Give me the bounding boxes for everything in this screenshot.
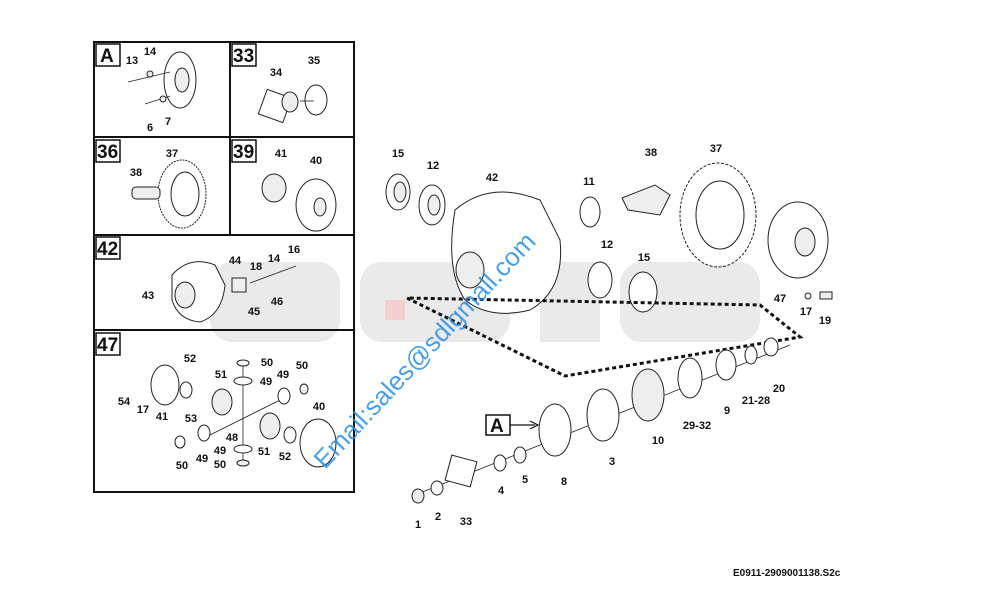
callout-label: 49 xyxy=(214,445,226,457)
callout-label: 50 xyxy=(296,360,308,372)
callout-label: 45 xyxy=(248,306,260,318)
callout-label: 54 xyxy=(118,396,131,408)
callout-label: 7 xyxy=(165,116,171,128)
callout-label: 49 xyxy=(196,453,208,465)
callout-box-a[interactable]: A xyxy=(490,416,504,437)
callout-label: 18 xyxy=(250,261,262,273)
panel-title: A xyxy=(100,46,114,67)
callout-label: 14 xyxy=(144,46,157,58)
callout-label: 51 xyxy=(215,369,227,381)
callout-label: 46 xyxy=(271,296,283,308)
callout-label: 34 xyxy=(270,67,283,79)
panel-47[interactable]: 47 52 50 51 49 50 49 54 17 41 53 48 40 5… xyxy=(95,332,337,472)
callout-label: 12 xyxy=(427,160,439,172)
callout-label: 50 xyxy=(214,459,226,471)
callout-label: 9 xyxy=(724,405,730,417)
callout-label: 10 xyxy=(652,435,664,447)
callout-label: 2 xyxy=(435,511,441,523)
callout-label: 44 xyxy=(229,255,242,267)
callout-label: 5 xyxy=(522,474,528,486)
callout-label: 43 xyxy=(142,290,154,302)
callout-label: 6 xyxy=(147,122,153,134)
callout-label: 52 xyxy=(184,353,196,365)
callout-label: 16 xyxy=(288,244,300,256)
main-exploded-view[interactable]: A 15 12 42 11 38 37 12 15 47 17 19 20 21… xyxy=(385,143,833,531)
callout-label: 51 xyxy=(258,446,270,458)
callout-label: 17 xyxy=(137,404,149,416)
callout-label: 33 xyxy=(460,516,472,528)
callout-label: 15 xyxy=(638,252,650,264)
callout-label: 13 xyxy=(126,55,138,67)
panel-title: 47 xyxy=(97,335,118,356)
callout-label: 41 xyxy=(275,148,287,160)
callout-label: 12 xyxy=(601,239,613,251)
callout-label: 50 xyxy=(176,460,188,472)
callout-label: 40 xyxy=(310,155,322,167)
callout-label: 41 xyxy=(156,411,168,423)
callout-label: 40 xyxy=(313,401,325,413)
panel-title: 33 xyxy=(233,46,254,67)
callout-label: 37 xyxy=(166,148,178,160)
callout-label: 3 xyxy=(609,456,615,468)
panel-title: 39 xyxy=(233,142,254,163)
callout-label: 8 xyxy=(561,476,567,488)
panel-grid xyxy=(93,41,355,493)
panel-39[interactable]: 39 41 40 xyxy=(231,139,337,232)
callout-label: 50 xyxy=(261,357,273,369)
panel-a[interactable]: A 13 14 6 7 xyxy=(95,43,197,134)
panel-title: 36 xyxy=(97,142,118,163)
callout-label: 38 xyxy=(130,167,142,179)
panel-33[interactable]: 33 34 35 xyxy=(231,43,328,124)
callout-label: 21-28 xyxy=(742,395,770,407)
callout-label: 11 xyxy=(583,176,595,188)
callout-label: 4 xyxy=(498,485,505,497)
callout-label: 29-32 xyxy=(683,420,711,432)
callout-label: 17 xyxy=(800,306,812,318)
panel-42[interactable]: 42 44 18 14 16 43 45 46 xyxy=(95,236,300,323)
callout-label: 49 xyxy=(260,376,272,388)
drawing-number-caption: E0911-2909001138.S2c xyxy=(733,568,841,579)
callout-label: 38 xyxy=(645,147,657,159)
callout-label: 35 xyxy=(308,55,320,67)
callout-label: 14 xyxy=(268,253,281,265)
callout-label: 20 xyxy=(773,383,785,395)
callout-label: 1 xyxy=(415,519,421,531)
callout-label: 47 xyxy=(774,293,786,305)
callout-label: 52 xyxy=(279,451,291,463)
callout-label: 49 xyxy=(277,369,289,381)
callout-label: 42 xyxy=(486,172,498,184)
callout-label: 19 xyxy=(819,315,831,327)
callout-label: 15 xyxy=(392,148,404,160)
callout-label: 53 xyxy=(185,413,197,425)
callout-label: 48 xyxy=(226,432,238,444)
panel-title: 42 xyxy=(97,239,118,260)
panel-36[interactable]: 36 37 38 xyxy=(95,139,207,229)
callout-label: 37 xyxy=(710,143,722,155)
